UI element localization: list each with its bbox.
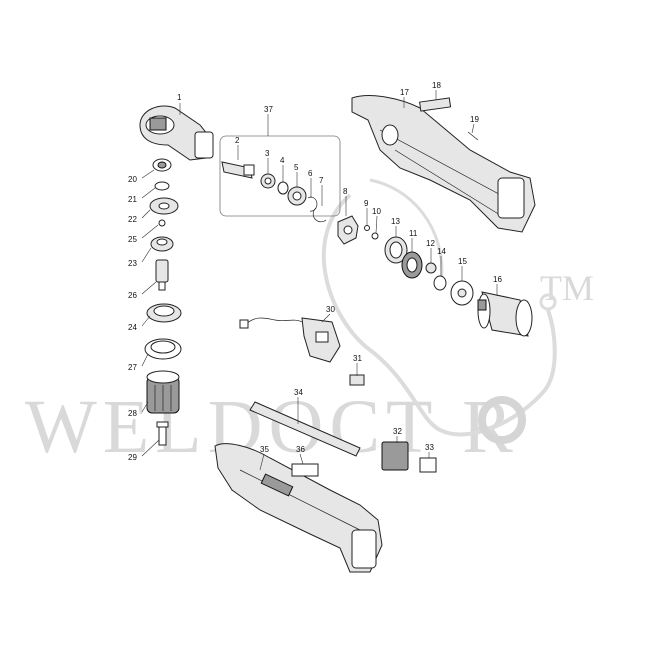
watermark-trademark: TM — [540, 268, 594, 308]
callout-23: 23 — [128, 259, 137, 268]
part-30-switch — [239, 317, 341, 363]
callout-26: 26 — [128, 291, 137, 300]
callout-20: 20 — [128, 175, 137, 184]
callout-6: 6 — [308, 169, 313, 178]
watermark-text: WELDOCT R — [25, 385, 519, 469]
callout-34: 34 — [294, 388, 303, 397]
callout-10: 10 — [372, 207, 381, 216]
part-31 — [349, 374, 365, 386]
part-36 — [291, 463, 319, 477]
callout-31: 31 — [353, 354, 362, 363]
callout-27: 27 — [128, 363, 137, 372]
callout-9: 9 — [364, 199, 369, 208]
leader-lines — [141, 90, 498, 471]
callout-21: 21 — [128, 195, 137, 204]
callout-32: 32 — [393, 427, 402, 436]
callout-12: 12 — [426, 239, 435, 248]
callout-25: 25 — [128, 235, 137, 244]
part-35-housing — [214, 443, 383, 573]
left-column-parts — [144, 158, 182, 446]
part-19-screw — [467, 131, 479, 141]
callout-22: 22 — [128, 215, 137, 224]
part-1-ratchet-head — [139, 105, 214, 161]
watermark-stethoscope-tube — [321, 193, 557, 437]
callout-19: 19 — [470, 115, 479, 124]
middle-parts — [337, 215, 474, 306]
callout-4: 4 — [280, 156, 285, 165]
callout-2: 2 — [235, 136, 240, 145]
callout-36: 36 — [296, 445, 305, 454]
callout-15: 15 — [458, 257, 467, 266]
part-34-rail — [249, 401, 361, 457]
callout-29: 29 — [128, 453, 137, 462]
callout-3: 3 — [265, 149, 270, 158]
callout-28: 28 — [128, 409, 137, 418]
assembly-37-parts — [221, 161, 327, 223]
watermark-o-ring — [478, 396, 526, 444]
watermark: WELDOCT R TM — [25, 178, 594, 469]
callout-16: 16 — [493, 275, 502, 284]
part-16-motor — [477, 291, 533, 337]
callout-numbers: 1 2 3 4 5 6 7 8 9 10 11 12 13 14 15 16 1… — [128, 81, 502, 462]
callout-30: 30 — [326, 305, 335, 314]
callout-1: 1 — [177, 93, 182, 102]
callout-18: 18 — [432, 81, 441, 90]
callout-11: 11 — [409, 229, 418, 238]
part-32 — [381, 441, 409, 471]
callout-17: 17 — [400, 88, 409, 97]
part-33 — [419, 457, 437, 473]
part-17-housing — [351, 95, 536, 233]
callout-24: 24 — [128, 323, 137, 332]
part-18-label — [419, 97, 452, 112]
assembly-37-box — [219, 135, 341, 217]
watermark-stethoscope-bell — [539, 293, 557, 311]
callout-35: 35 — [260, 445, 269, 454]
callout-8: 8 — [343, 187, 348, 196]
callout-33: 33 — [425, 443, 434, 452]
callout-14: 14 — [437, 247, 446, 256]
callout-13: 13 — [391, 217, 400, 226]
callout-37: 37 — [264, 105, 273, 114]
callout-5: 5 — [294, 163, 299, 172]
watermark-stethoscope-tube-2 — [369, 178, 444, 291]
callout-7: 7 — [319, 176, 324, 185]
